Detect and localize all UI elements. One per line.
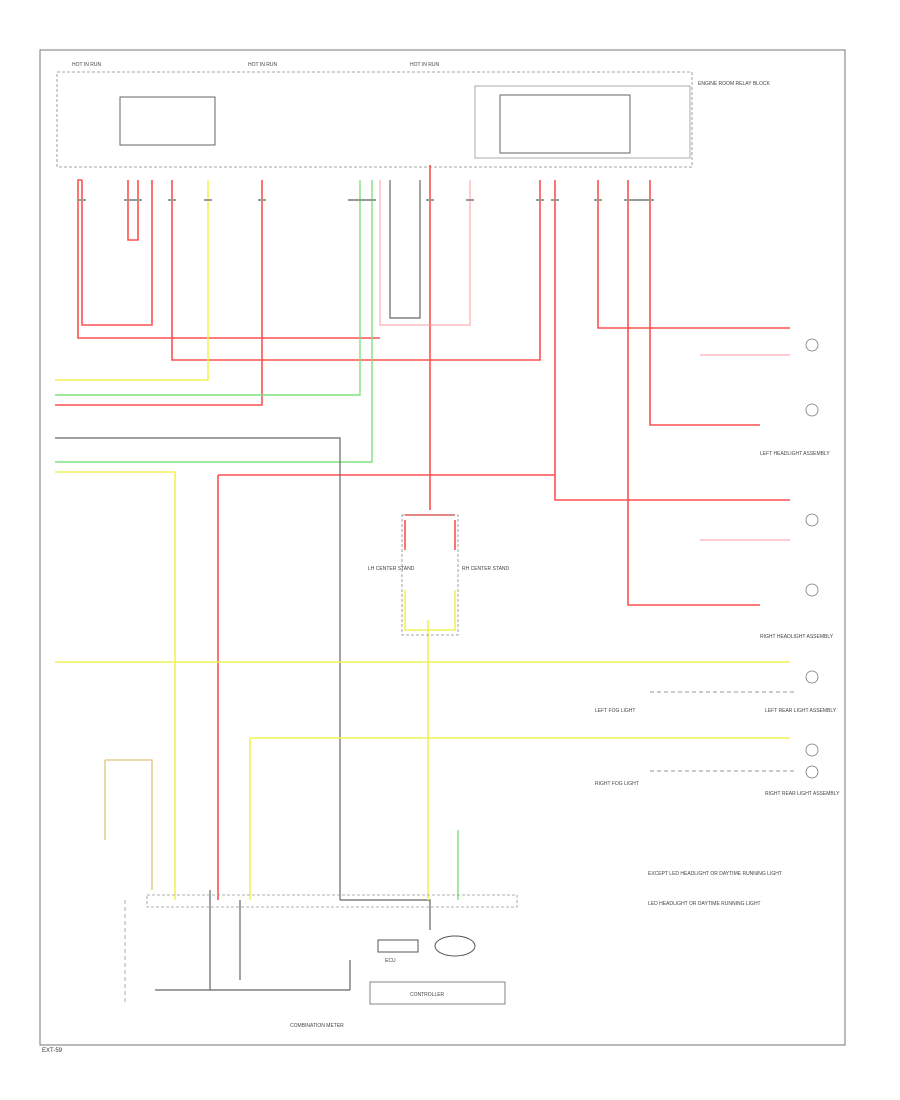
combination-meter-label: COMBINATION METER <box>290 1023 344 1029</box>
left-fog-label: LEFT FOG LIGHT <box>595 708 635 714</box>
bus-twist <box>434 935 476 957</box>
rh-stand-label: RH CENTER STAND <box>462 566 510 572</box>
right-headlight-label: RIGHT HEADLIGHT ASSEMBLY <box>760 634 834 640</box>
gray-wires <box>55 180 431 991</box>
note-2: LED HEADLIGHT OR DAYTIME RUNNING LIGHT <box>648 901 761 907</box>
left-headlight-label: LEFT HEADLIGHT ASSEMBLY <box>760 451 830 457</box>
note-1: EXCEPT LED HEADLIGHT OR DAYTIME RUNNING … <box>648 871 782 877</box>
right-fog-label: RIGHT FOG LIGHT <box>595 781 639 787</box>
meter-connector <box>146 894 518 908</box>
relay-block-box <box>56 71 693 168</box>
red-wires <box>55 165 790 900</box>
stand-switch-box <box>401 514 459 636</box>
pink-wires <box>379 180 790 541</box>
left-rear-label: LEFT REAR LIGHT ASSEMBLY <box>765 708 837 714</box>
controller-label: CONTROLLER <box>410 992 445 998</box>
relay-switch-box <box>119 96 216 146</box>
lh-stand-label: LH CENTER STAND <box>368 566 415 572</box>
relay-block-label: ENGINE ROOM RELAY BLOCK <box>698 81 770 87</box>
fog-lines <box>650 691 795 772</box>
right-rear-label: RIGHT REAR LIGHT ASSEMBLY <box>765 791 840 797</box>
green-wires <box>55 180 459 900</box>
hot-label-b: HOT IN RUN <box>248 62 277 68</box>
relay-right-box <box>499 94 631 154</box>
ecu-box <box>377 939 419 953</box>
hot-label-a: HOT IN RUN <box>72 62 101 68</box>
tan-wire <box>104 759 153 890</box>
ecu-label: ECU <box>385 958 396 964</box>
relay-right-outer <box>474 85 691 159</box>
hot-label-c: HOT IN RUN <box>410 62 439 68</box>
yellow-wires <box>55 180 790 900</box>
lamps <box>805 338 819 779</box>
page-code: EXT-59 <box>42 1048 63 1054</box>
diagram-frame <box>39 49 846 1046</box>
controller-box <box>369 981 506 1005</box>
